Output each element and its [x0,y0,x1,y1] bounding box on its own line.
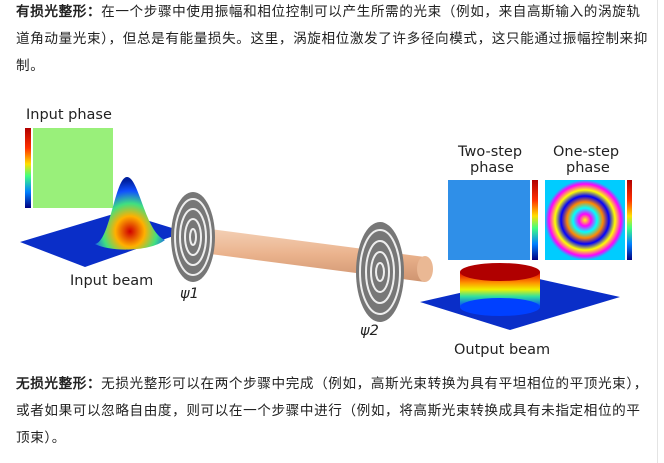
lossy-shaping-title: 有损光整形： [16,4,102,20]
flattop-top [460,263,540,281]
lossless-shaping-paragraph: 无损光整形：无损光整形可以在两个步骤中完成（例如，高斯光束转换为具有平坦相位的平… [16,371,648,452]
slm1-vortex-plate [171,192,215,282]
two-step-colorbar [532,180,538,260]
one-step-phase-map [545,180,625,260]
input-beam-label: Input beam [70,273,153,289]
lossless-shaping-title: 无损光整形： [16,376,102,392]
input-phase-colorbar [25,128,31,208]
psi1-label: ψ1 [180,286,199,302]
page-border [657,0,658,463]
beam-shaping-figure: Input phase Input beam ψ1 ψ2 Two-step ph… [20,107,632,358]
lossy-shaping-body: 在一个步骤中使用振幅和相位控制可以产生所需的光束（例如，来自高斯输入的涡旋轨道角… [16,4,648,74]
input-phase-label: Input phase [26,107,112,123]
two-step-label-1: Two-step [457,144,522,160]
one-step-colorbar [627,180,632,260]
lossless-shaping-body: 无损光整形可以在两个步骤中完成（例如，高斯光束转换为具有平坦相位的平顶光束），或… [16,376,648,446]
slm2-vortex-plate [356,222,404,322]
input-phase-map [33,128,113,208]
one-step-label-2: phase [566,160,610,176]
two-step-label-2: phase [470,160,514,176]
beam-end [417,256,433,282]
psi2-label: ψ2 [360,323,379,339]
lossy-shaping-paragraph: 有损光整形：在一个步骤中使用振幅和相位控制可以产生所需的光束（例如，来自高斯输入… [16,0,648,80]
one-step-label-1: One-step [553,144,619,160]
flattop-bottom [460,298,540,316]
input-beam-gaussian [95,177,165,250]
output-beam-label: Output beam [454,342,550,358]
two-step-phase-map [448,180,530,260]
